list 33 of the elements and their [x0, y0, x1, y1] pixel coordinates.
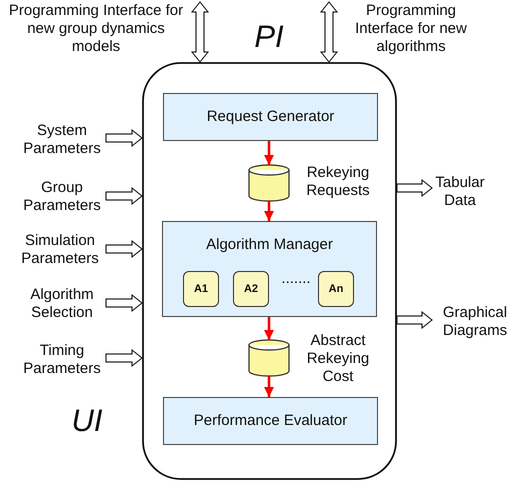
input-output-label: Algorithm Selection: [2, 284, 122, 324]
hollow-arrow: [106, 240, 143, 258]
hollow-arrow: [396, 178, 433, 198]
input-output-label: Tabular Data: [430, 172, 490, 212]
hollow-arrow: [106, 128, 143, 148]
hollow-arrow: [106, 348, 143, 368]
process-box: Request Generator: [163, 93, 378, 141]
input-output-label: Simulation Parameters: [0, 230, 120, 270]
input-output-label: Graphical Diagrams: [435, 302, 515, 342]
side-note: Programming Interface for new algorithms: [354, 2, 468, 56]
arrow: [264, 141, 274, 165]
input-output-label: System Parameters: [2, 120, 122, 160]
pi-label: PI: [253, 20, 285, 54]
algorithm-box: A1: [183, 271, 219, 307]
arrow: [264, 201, 274, 221]
hollow-arrow: [396, 310, 433, 330]
ellipsis: .......: [280, 270, 312, 288]
rounded-container: [142, 62, 397, 480]
arrow: [264, 317, 274, 340]
cylinder-label: Abstract Rekeying Cost: [306, 332, 370, 386]
algorithm-box: A2: [233, 271, 269, 307]
process-box: Performance Evaluator: [163, 397, 378, 445]
cylinder-label: Rekeying Requests: [305, 164, 371, 200]
arrow: [264, 376, 274, 397]
hollow-arrow: [106, 294, 143, 312]
algorithm-box: An: [318, 271, 354, 307]
input-output-label: Group Parameters: [2, 177, 122, 217]
hollow-arrow: [106, 186, 143, 206]
side-note: Programming Interface for new group dynamics models: [8, 2, 184, 56]
ui-label: UI: [70, 404, 104, 438]
hollow-arrow: [190, 1, 210, 63]
hollow-arrow: [320, 1, 338, 63]
input-output-label: Timing Parameters: [2, 340, 122, 380]
